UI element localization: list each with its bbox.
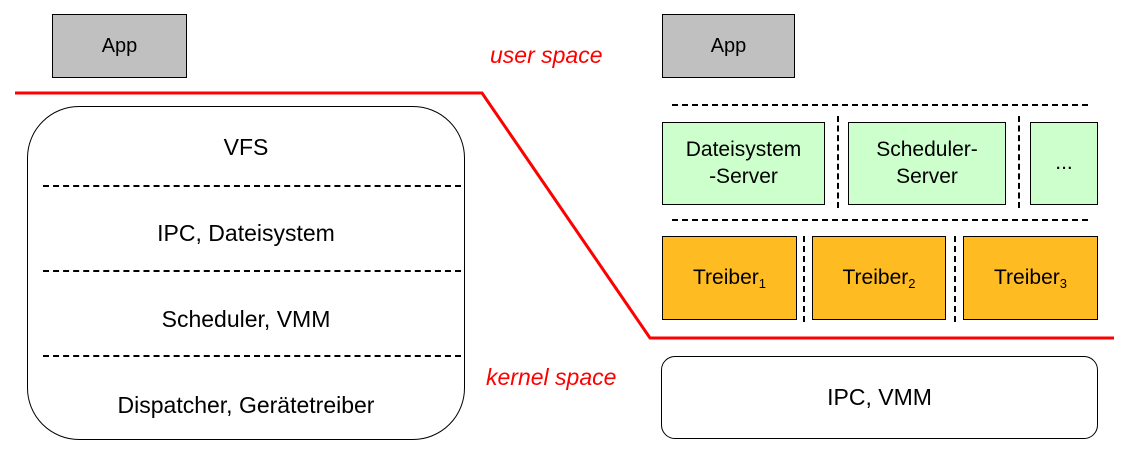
server-box-more: ... bbox=[1030, 122, 1098, 205]
driver-divider bbox=[803, 236, 805, 322]
layer-vfs: VFS bbox=[223, 134, 269, 160]
server-label-ellipsis: ... bbox=[1055, 151, 1073, 175]
layer-divider bbox=[43, 270, 461, 272]
server-divider bbox=[837, 116, 839, 208]
server-label-line1: Dateisystem bbox=[685, 138, 802, 162]
driver-box-1: Treiber1 bbox=[662, 236, 797, 320]
driver-name: Treiber bbox=[842, 265, 909, 289]
layer-dispatcher-geraetetreiber: Dispatcher, Gerätetreiber bbox=[117, 392, 375, 418]
server-divider bbox=[1018, 116, 1020, 208]
server-bottom-divider bbox=[672, 219, 1088, 221]
driver-box-3: Treiber3 bbox=[963, 236, 1098, 320]
kernel-space-label: kernel space bbox=[486, 364, 617, 390]
server-label-line2: -Server bbox=[709, 164, 778, 188]
monolithic-app-box: App bbox=[52, 14, 187, 78]
user-space-label: user space bbox=[490, 42, 603, 68]
microkernel-core-label: IPC, VMM bbox=[827, 384, 932, 410]
microkernel-core-box: IPC, VMM bbox=[661, 356, 1098, 439]
layer-ipc-dateisystem: IPC, Dateisystem bbox=[157, 220, 335, 246]
microkernel-app-box: App bbox=[662, 14, 795, 78]
microkernel-app-label: App bbox=[710, 34, 747, 57]
server-box-scheduler: Scheduler- Server bbox=[848, 122, 1006, 205]
driver-name: Treiber bbox=[693, 265, 759, 289]
server-label-line2: Server bbox=[896, 164, 958, 188]
driver-name: Treiber bbox=[994, 265, 1060, 289]
layer-divider bbox=[43, 185, 461, 187]
monolithic-kernel-box bbox=[27, 106, 465, 440]
driver-index: 2 bbox=[908, 275, 916, 291]
layer-scheduler-vmm: Scheduler, VMM bbox=[161, 306, 331, 332]
driver-box-2: Treiber2 bbox=[812, 236, 946, 320]
server-label-line1: Scheduler- bbox=[876, 138, 978, 162]
driver-index: 3 bbox=[1059, 275, 1067, 291]
monolithic-app-label: App bbox=[101, 34, 138, 57]
server-box-dateisystem: Dateisystem -Server bbox=[662, 122, 825, 205]
driver-divider bbox=[954, 236, 956, 322]
layer-divider bbox=[43, 355, 461, 357]
driver-index: 1 bbox=[758, 275, 766, 291]
server-top-divider bbox=[672, 104, 1088, 106]
